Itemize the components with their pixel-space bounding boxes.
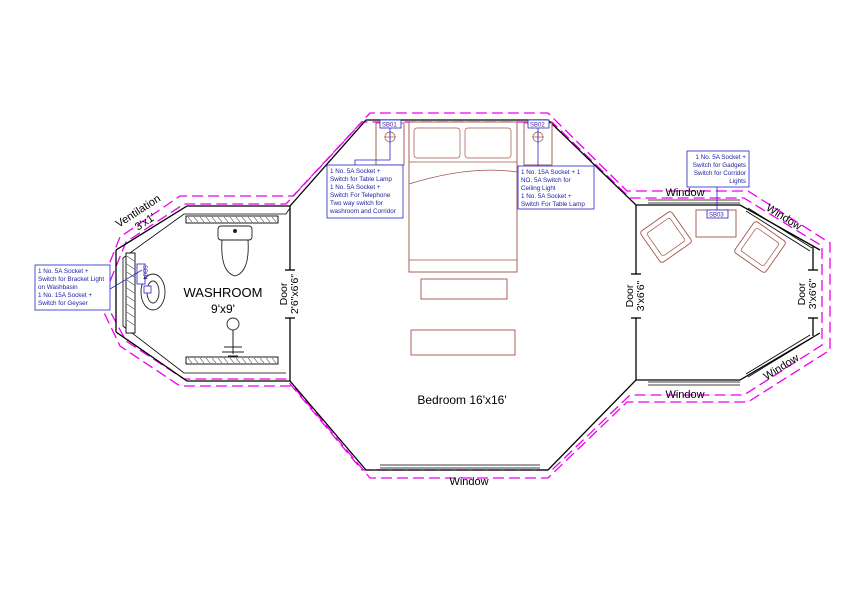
svg-text:on Washbasin: on Washbasin — [38, 284, 78, 291]
svg-text:Switch for Gadgets: Switch for Gadgets — [693, 162, 746, 169]
svg-text:Switch For Telephone: Switch For Telephone — [330, 192, 391, 199]
svg-text:1 No. 5A Socket +: 1 No. 5A Socket + — [330, 168, 381, 175]
sb01-note: 1 No. 5A Socket + Switch for Table Lamp … — [326, 164, 404, 219]
svg-text:1 No. 5A Socket +: 1 No. 5A Socket + — [38, 268, 89, 275]
svg-text:Switch for Geyser: Switch for Geyser — [38, 300, 88, 307]
inner-dashed-outline — [103, 121, 823, 471]
vanity-hatch — [126, 255, 135, 326]
window-diagonal-bottom — [745, 334, 813, 378]
svg-text:1 No. 5A Socket +: 1 No. 5A Socket + — [521, 193, 572, 200]
washroom-door-label: Door 2'6"x6'6" — [278, 274, 301, 314]
washroom-name: WASHROOM — [184, 285, 263, 300]
washroom-size: 9'x9' — [211, 302, 235, 316]
bedroom-label: Bedroom 16'x16' — [417, 393, 506, 407]
window-label-diagonal-top: Window — [764, 202, 804, 233]
svg-text:1 No. 15A Socket +: 1 No. 15A Socket + — [38, 292, 92, 299]
outer-dashed-outline — [97, 112, 831, 479]
rug — [410, 329, 516, 356]
right-door-label: Door 3'x6'6" — [796, 278, 819, 309]
svg-text:2'6"x6'6": 2'6"x6'6" — [289, 274, 301, 314]
window-bottom-right — [648, 381, 740, 386]
bedroom-door-label: Door 3'x6'6" — [624, 280, 647, 311]
svg-text:Switch for Corridor: Switch for Corridor — [694, 170, 746, 177]
svg-text:Switch for Table Lamp: Switch for Table Lamp — [330, 176, 392, 183]
sb02-tag: SB02 — [527, 119, 550, 129]
washroom-inner-wall-bottom — [122, 325, 286, 374]
svg-text:Two way switch for: Two way switch for — [330, 200, 383, 207]
svg-text:Lights: Lights — [729, 178, 746, 185]
bed-icon — [408, 121, 518, 273]
sb01-tag: SB01 — [379, 119, 402, 129]
armchair-left-icon — [640, 211, 692, 263]
window-label-top-right: Window — [665, 187, 704, 199]
shower-icon — [222, 317, 244, 357]
window-top-right — [648, 199, 740, 204]
svg-text:Switch for Bracket Light: Switch for Bracket Light — [38, 276, 104, 283]
svg-text:1 No. 5A Socket +: 1 No. 5A Socket + — [330, 184, 381, 191]
svg-text:SB03: SB03 — [709, 213, 724, 219]
svg-text:washroom and Corridor: washroom and Corridor — [329, 208, 396, 215]
svg-text:NO. 5A Switch for: NO. 5A Switch for — [521, 177, 571, 184]
toilet-icon — [217, 225, 253, 277]
left-walls-bottom — [115, 331, 821, 471]
sb03-note: 1 No. 5A Socket + Switch for Gadgets Swi… — [686, 150, 750, 188]
svg-text:3'x6'6": 3'x6'6" — [635, 280, 647, 311]
sb04-note: 1 No. 5A Socket + Switch for Bracket Lig… — [34, 264, 111, 311]
washroom-inner-wall — [122, 207, 291, 259]
svg-text:SB02: SB02 — [530, 123, 545, 129]
counter-hatch-bottom — [187, 357, 277, 364]
svg-text:1 No. 5A Socket +: 1 No. 5A Socket + — [695, 154, 746, 161]
svg-text:Ceiling Light: Ceiling Light — [521, 185, 556, 192]
window-label-bottom-right: Window — [665, 389, 704, 401]
svg-text:3'x6'6": 3'x6'6" — [807, 278, 819, 309]
sb04-tag: SB04 — [136, 263, 147, 285]
svg-text:SB01: SB01 — [382, 123, 397, 129]
sb03-tag: SB03 — [706, 209, 729, 219]
window-bottom — [380, 464, 540, 469]
sb04-socket — [143, 285, 152, 294]
sb04-leader — [109, 269, 143, 290]
window-diagonal-top — [745, 207, 813, 252]
vanity-counter — [125, 252, 136, 334]
svg-text:1 No. 15A Socket + 1: 1 No. 15A Socket + 1 — [521, 169, 581, 176]
sb01-leader — [354, 128, 391, 165]
counter-hatch-top — [187, 216, 277, 223]
sb02-note: 1 No. 15A Socket + 1 NO. 5A Switch for C… — [517, 165, 595, 210]
svg-text:Door: Door — [624, 284, 636, 307]
svg-text:Switch For Table Lamp: Switch For Table Lamp — [521, 201, 585, 208]
armchair-right-icon — [734, 221, 786, 273]
svg-text:Door: Door — [278, 282, 290, 305]
svg-text:Door: Door — [796, 282, 808, 305]
bench — [420, 278, 508, 300]
left-walls — [115, 119, 821, 251]
window-label-bottom: Window — [449, 476, 488, 488]
svg-text:SB04: SB04 — [141, 265, 147, 280]
